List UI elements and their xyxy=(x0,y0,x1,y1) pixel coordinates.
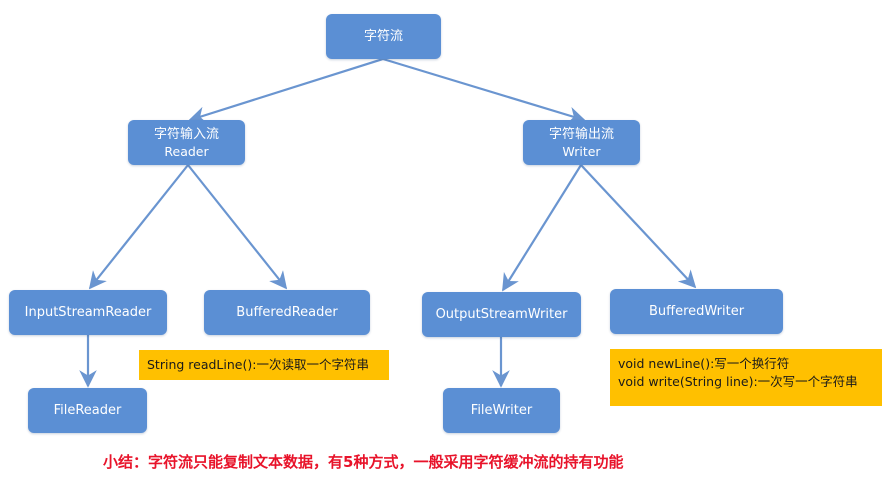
root-node-char-stream: 字符流 xyxy=(326,14,441,59)
bufferedreader-method-note: String readLine():一次读取一个字符串 xyxy=(139,350,389,380)
arrow-writer-to-outputstreamwriter xyxy=(502,164,582,292)
reader-node: 字符输入流 Reader xyxy=(128,120,245,165)
summary-text: 小结：字符流只能复制文本数据，有5种方式，一般采用字符缓冲流的持有功能 xyxy=(103,453,624,471)
write-method-text: void write(String line):一次写一个字符串 xyxy=(618,374,858,389)
bufferedwriter-node: BufferedWriter xyxy=(610,289,783,334)
reader-node-title: 字符输入流 xyxy=(153,126,219,142)
filereader-node: FileReader xyxy=(28,388,147,433)
arrow-reader-to-inputstreamreader xyxy=(88,164,189,290)
bufferedwriter-method-note: void newLine():写一个换行符 void write(String … xyxy=(610,349,882,406)
filewriter-node: FileWriter xyxy=(443,388,560,433)
filewriter-label: FileWriter xyxy=(470,403,533,418)
outputstreamwriter-label: OutputStreamWriter xyxy=(435,307,568,322)
readline-method-text: String readLine():一次读取一个字符串 xyxy=(147,357,369,372)
writer-node: 字符输出流 Writer xyxy=(523,120,640,165)
inputstreamreader-label: InputStreamReader xyxy=(24,305,152,320)
outputstreamwriter-node: OutputStreamWriter xyxy=(422,292,581,337)
arrow-root-to-reader xyxy=(188,57,384,124)
arrow-root-to-writer xyxy=(382,57,586,124)
arrow-reader-to-bufferedreader xyxy=(187,164,288,290)
bufferedwriter-label: BufferedWriter xyxy=(648,304,745,319)
root-node-label: 字符流 xyxy=(363,29,403,44)
bufferedreader-node: BufferedReader xyxy=(204,290,370,335)
inputstreamreader-node: InputStreamReader xyxy=(9,290,167,335)
reader-node-class: Reader xyxy=(164,143,209,159)
writer-node-title: 字符输出流 xyxy=(548,126,614,142)
newline-method-text: void newLine():写一个换行符 xyxy=(618,356,790,371)
arrow-writer-to-bufferedwriter xyxy=(580,164,697,289)
bufferedreader-label: BufferedReader xyxy=(236,305,338,320)
writer-node-class: Writer xyxy=(562,143,601,159)
filereader-label: FileReader xyxy=(53,403,122,418)
